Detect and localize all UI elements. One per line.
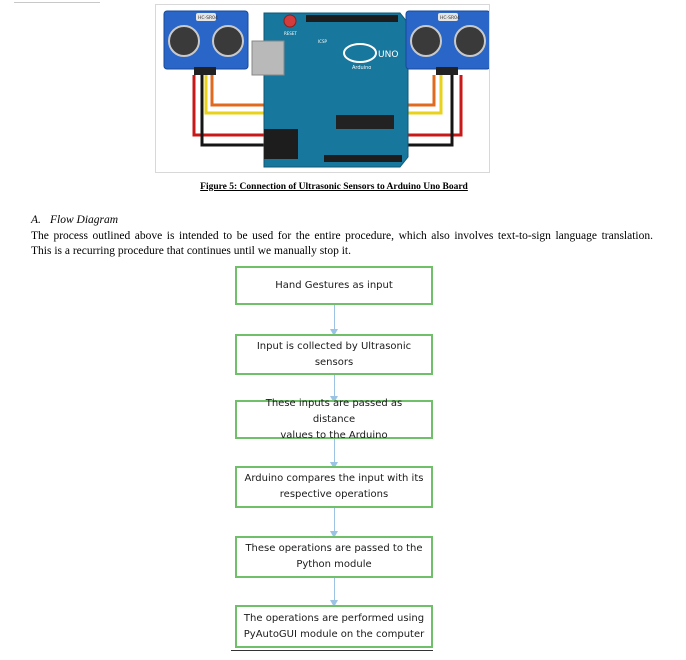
flow-arrow-5-head [330, 600, 338, 607]
flow-step-4: Arduino compares the input with its resp… [235, 466, 433, 508]
paragraph-line-2: This is a recurring procedure that conti… [31, 245, 352, 257]
flow-step-1-line-1: Hand Gestures as input [275, 279, 393, 291]
section-title: Flow Diagram [50, 214, 119, 226]
paragraph-line-1: The process outlined above is intended t… [31, 230, 653, 242]
flow-step-2-line-1: Input is collected by Ultrasonic [256, 340, 412, 352]
arduino-wiring-figure: RESET ICSP UNO Arduino HC-SR04 HC-SR04 [155, 4, 490, 173]
flow-arrow-1 [334, 305, 335, 330]
flow-step-4-line-2: respective operations [279, 489, 389, 500]
flow-arrow-3-head [330, 462, 338, 469]
flow-step-5: These operations are passed to the Pytho… [235, 536, 433, 578]
arduino-board: RESET ICSP UNO Arduino [251, 12, 409, 168]
flow-arrow-5 [334, 578, 335, 601]
figure-caption: Figure 5: Connection of Ultrasonic Senso… [200, 182, 468, 192]
flow-step-6: The operations are performed using PyAut… [235, 605, 433, 648]
analog-header [324, 155, 402, 162]
body-paragraph: The process outlined above is intended t… [31, 229, 653, 259]
section-number: A. [31, 214, 41, 226]
flow-step-3-line-2: values to the Arduino [280, 429, 388, 441]
flow-step-1: Hand Gestures as input [235, 266, 433, 305]
left-ultrasonic-sensor: HC-SR04 [163, 10, 249, 75]
flow-step-4-line-1: Arduino compares the input with its [244, 473, 424, 484]
top-divider [14, 2, 100, 3]
reset-label: RESET [284, 31, 297, 36]
left-sensor-model-label: HC-SR04 [198, 15, 218, 21]
right-sensor-model-label: HC-SR04 [440, 15, 460, 21]
usb-connector [251, 40, 285, 76]
flow-step-2: Input is collected by Ultrasonic sensors [235, 334, 433, 375]
section-heading: A. Flow Diagram [31, 214, 118, 226]
flow-step-2-line-2: sensors [314, 356, 354, 368]
right-ultrasonic-sensor: HC-SR04 [405, 10, 489, 75]
flow-arrow-4 [334, 508, 335, 532]
microcontroller-chip [336, 115, 394, 129]
flow-arrow-4-head [330, 531, 338, 538]
arduino-logo [343, 43, 377, 63]
wiring-diagram: RESET ICSP UNO Arduino HC-SR04 HC-SR04 [163, 10, 489, 168]
flow-arrow-2 [334, 375, 335, 397]
flow-step-5-line-2: Python module [296, 559, 372, 570]
flow-step-5-line-1: These operations are passed to the [245, 543, 423, 554]
flow-arrow-1-head [330, 329, 338, 336]
flow-arrow-2-head [330, 396, 338, 403]
icsp-label: ICSP [318, 39, 328, 44]
flow-step-6-line-1: The operations are performed using [243, 612, 425, 624]
reset-button [283, 14, 297, 28]
power-jack [264, 129, 298, 159]
flow-step-6-line-2: PyAutoGUI module on the computer [243, 628, 425, 640]
board-brand-text: Arduino [352, 65, 371, 71]
flow-arrow-3 [334, 439, 335, 463]
bottom-divider [231, 650, 433, 651]
digital-header [306, 15, 398, 22]
flow-step-3-line-1: These inputs are passed as distance [265, 397, 403, 425]
board-logo-text: UNO [378, 50, 398, 60]
flow-step-3: These inputs are passed as distance valu… [235, 398, 433, 441]
